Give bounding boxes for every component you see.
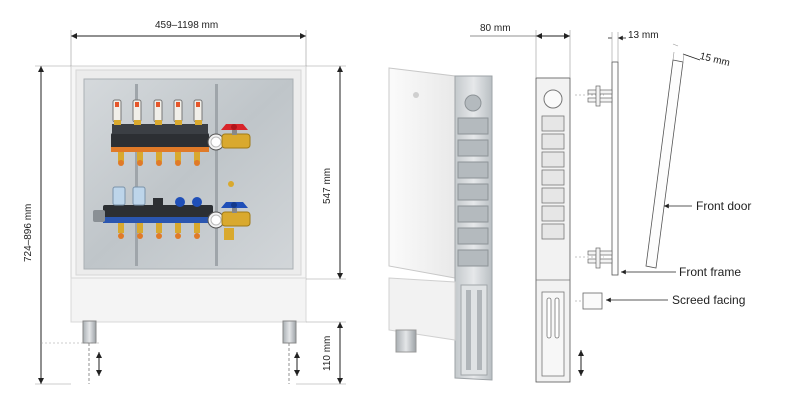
width-dimension-label: 459–1198 mm bbox=[155, 20, 219, 31]
frame-depth-label: 13 mm bbox=[628, 30, 659, 41]
return-manifold bbox=[93, 186, 251, 240]
perspective-view bbox=[388, 67, 493, 381]
screed-facing bbox=[582, 292, 603, 310]
front-frame bbox=[611, 61, 619, 276]
front-door-callout: Front door bbox=[696, 199, 752, 213]
front-view bbox=[35, 30, 346, 385]
front-frame-callout: Front frame bbox=[679, 265, 742, 279]
foot-height-label: 110 mm bbox=[322, 335, 333, 371]
front-door bbox=[645, 59, 684, 269]
leg-left bbox=[82, 320, 97, 344]
screed-facing-callout: Screed facing bbox=[672, 293, 746, 307]
height-dimension-label: 724–896 mm bbox=[23, 203, 34, 262]
depth-dimension-label: 80 mm bbox=[480, 23, 511, 34]
open-door bbox=[388, 67, 456, 279]
supply-manifold bbox=[111, 99, 251, 187]
side-schematic bbox=[470, 30, 701, 383]
leg-right bbox=[282, 320, 297, 344]
inner-height-label: 547 mm bbox=[322, 167, 333, 204]
cabinet-base bbox=[70, 277, 307, 323]
